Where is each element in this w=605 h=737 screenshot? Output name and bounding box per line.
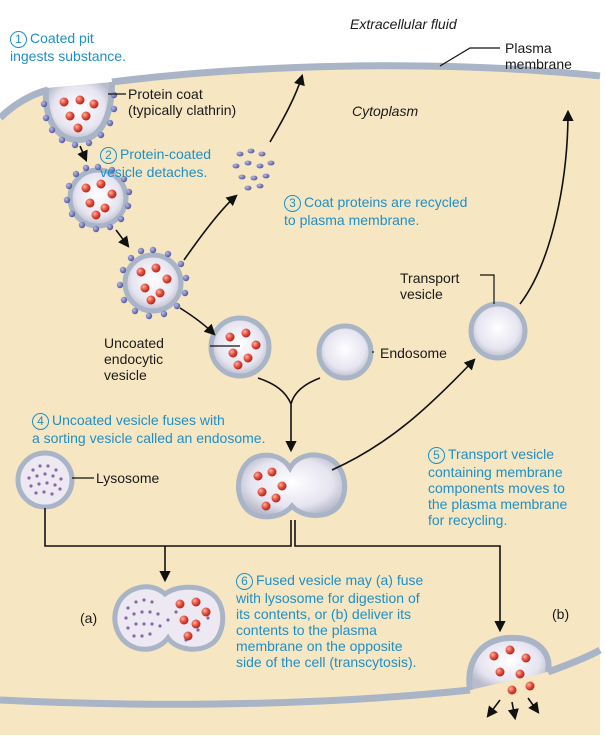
step-6-number: 6 xyxy=(236,573,253,590)
step-2-text: Protein-coated vesicle detaches. xyxy=(100,146,212,180)
uncoated-vesicle-label: Uncoated endocytic vesicle xyxy=(104,335,164,383)
plasma-membrane-label: Plasma membrane xyxy=(505,40,572,72)
extracellular-fluid-label: Extracellular fluid xyxy=(350,16,457,32)
coated-pit xyxy=(40,81,118,149)
cell-cytoplasm xyxy=(0,67,600,736)
panel-a-label: (a) xyxy=(80,610,98,626)
step-2-number: 2 xyxy=(100,147,117,164)
coated-vesicle xyxy=(63,163,133,233)
recycled-coat-proteins xyxy=(232,148,275,191)
lysosome-fused-vesicle xyxy=(112,584,226,652)
leader-lines xyxy=(72,47,500,479)
uncoated-vesicle xyxy=(208,315,272,379)
transport-vesicle-label: Transport vesicle xyxy=(400,270,460,302)
cytoplasm-label: Cytoplasm xyxy=(352,103,419,119)
step-5-number: 5 xyxy=(428,447,445,464)
step-1-text: Coated pit ingests substance. xyxy=(10,30,126,64)
step-4-text: Uncoated vesicle fuses with a sorting ve… xyxy=(32,412,266,446)
transport-vesicle xyxy=(468,301,528,361)
step-5-text: Transport vesicle containing membrane co… xyxy=(428,446,568,528)
fused-vesicle xyxy=(236,452,348,520)
step-4-number: 4 xyxy=(32,413,49,430)
lysosome-label: Lysosome xyxy=(96,470,160,486)
transcytosis-pit xyxy=(466,634,552,695)
cargo-particles xyxy=(59,95,99,133)
coated-vesicle-shedding xyxy=(116,246,190,320)
plasma-membrane-bottom xyxy=(0,646,602,708)
pathway-arrows xyxy=(44,73,574,721)
endosome-label: Endosome xyxy=(380,345,447,361)
step-3-number: 3 xyxy=(284,195,301,212)
panel-b-label: (b) xyxy=(552,606,570,622)
coat-proteins xyxy=(40,91,118,149)
lysosome xyxy=(15,450,75,510)
protein-coat-label: Protein coat (typically clathrin) xyxy=(128,86,237,118)
step-1-number: 1 xyxy=(10,31,27,48)
step-3-text: Coat proteins are recycled to plasma mem… xyxy=(284,194,468,228)
endosome xyxy=(316,323,374,381)
step-6-text: Fused vesicle may (a) fuse with lysosome… xyxy=(236,572,424,670)
